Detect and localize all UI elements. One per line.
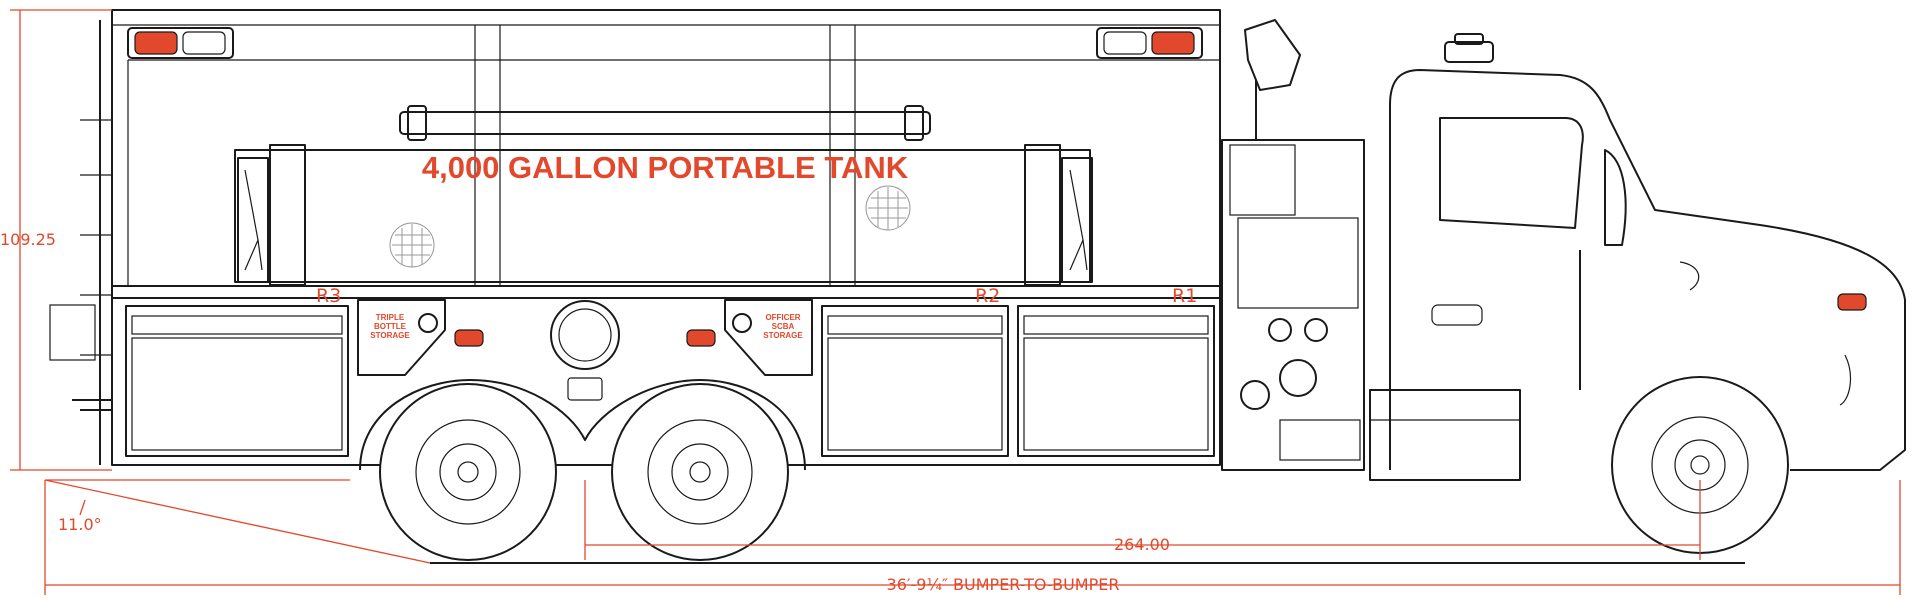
triple-bottle-storage-label-2: BOTTLE bbox=[374, 322, 407, 331]
overall-height-dimension: 109.25 bbox=[0, 230, 56, 249]
compartment-doors bbox=[125, 299, 1215, 457]
tank-label: 4,000 GALLON PORTABLE TANK bbox=[422, 150, 909, 185]
triple-bottle-storage-label-1: TRIPLE bbox=[376, 313, 405, 322]
officer-scba-storage-label-2: SCBA bbox=[772, 322, 795, 331]
officer-scba-storage-label-1: OFFICER bbox=[765, 313, 800, 322]
compartment-r3-label: R3 bbox=[316, 285, 341, 307]
dimension-lines bbox=[10, 9, 1901, 595]
pump-panel bbox=[1221, 19, 1365, 471]
wheelbase-dimension: 264.00 bbox=[1114, 535, 1170, 554]
portable-tank: 4,000 GALLON PORTABLE TANK bbox=[234, 144, 1093, 286]
hard-suction-hose bbox=[399, 105, 931, 141]
rear-warning-lights bbox=[127, 27, 234, 59]
cab bbox=[1369, 33, 1906, 481]
fender-area bbox=[359, 300, 806, 471]
rear-axle-1-wheel bbox=[379, 383, 557, 561]
rear-axle-2-wheel bbox=[611, 383, 789, 561]
mid-warning-lights bbox=[1096, 27, 1203, 59]
compartment-r2-label: R2 bbox=[975, 285, 1000, 307]
compartment-r1-label: R1 bbox=[1172, 285, 1197, 307]
departure-angle-dimension: 11.0° bbox=[58, 515, 102, 534]
overall-length-dimension: 36′-9¼″ BUMPER-TO-BUMPER bbox=[887, 575, 1120, 594]
triple-bottle-storage-label-3: STORAGE bbox=[370, 331, 410, 340]
officer-scba-storage-label-3: STORAGE bbox=[763, 331, 803, 340]
